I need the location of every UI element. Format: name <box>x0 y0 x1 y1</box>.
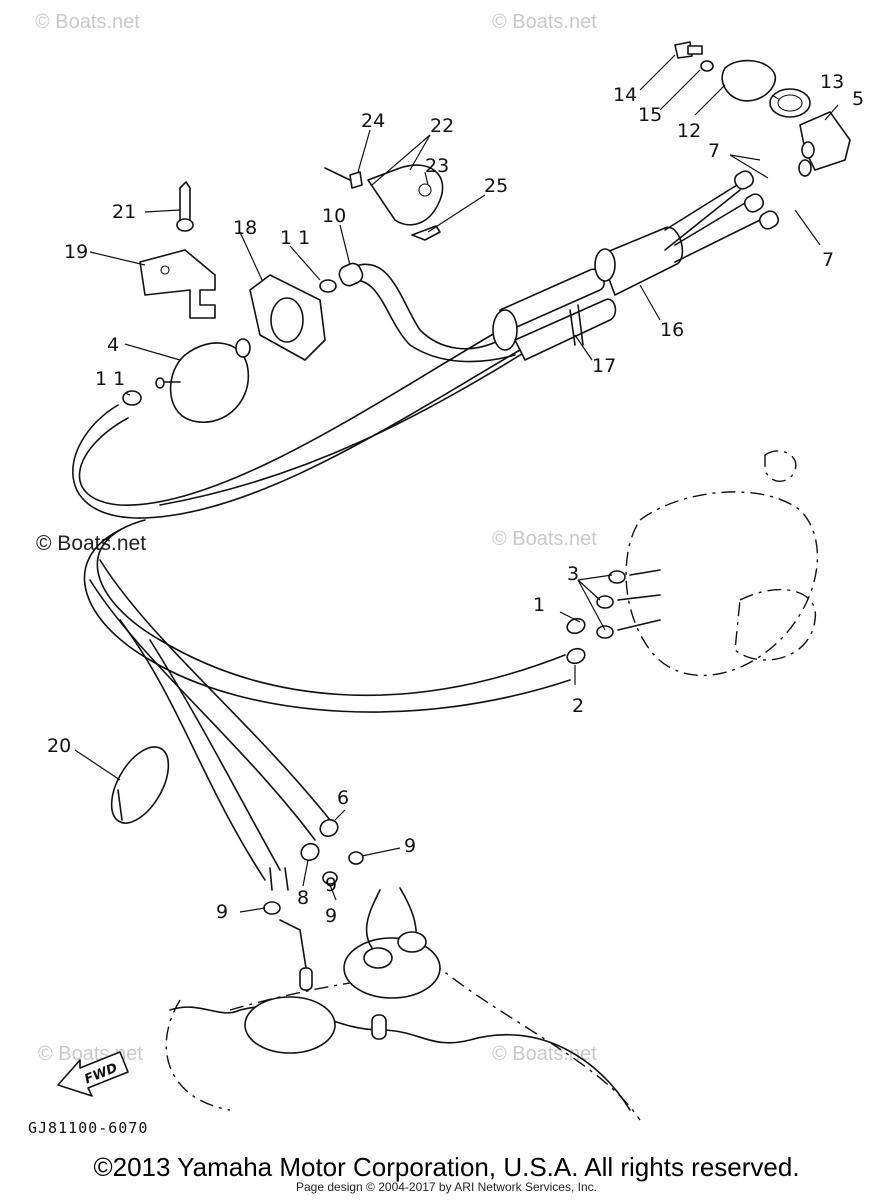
callout-18: 18 <box>233 217 257 239</box>
callout-23: 23 <box>425 155 449 177</box>
stay-bracket <box>139 181 216 319</box>
callout-16: 16 <box>660 319 684 341</box>
callout-24: 24 <box>361 110 385 132</box>
callout-9-center: 9 <box>325 905 337 927</box>
callout-11-upper: 1 1 <box>280 227 310 249</box>
callout-9-right: 9 <box>404 835 416 857</box>
fuel-hoses <box>72 263 571 881</box>
callout-2: 2 <box>572 695 584 717</box>
callout-15: 15 <box>638 104 662 126</box>
lower-clamps <box>263 818 364 915</box>
callout-3: 3 <box>567 563 579 585</box>
callout-1: 1 <box>533 594 545 616</box>
callout-4: 4 <box>107 334 119 356</box>
callout-5: 5 <box>852 88 864 110</box>
watermark: © Boats.net <box>35 11 140 33</box>
hose-ends-1-2 <box>566 569 661 665</box>
callout-13: 13 <box>820 71 844 93</box>
callout-22: 22 <box>430 115 454 137</box>
fuel-cock-assembly <box>674 41 851 177</box>
watermark: © Boats.net <box>492 528 597 550</box>
watermark: © Boats.net <box>38 1043 143 1065</box>
callout-21: 21 <box>112 201 136 223</box>
callout-8: 8 <box>297 887 309 909</box>
page-design-notice: Page design © 2004-2017 by ARI Network S… <box>295 1180 597 1194</box>
copyright-notice: ©2013 Yamaha Motor Corporation, U.S.A. A… <box>93 1152 800 1182</box>
callout-9-left: 9 <box>216 901 228 923</box>
watermark: © Boats.net <box>36 532 146 555</box>
callout-6: 6 <box>337 787 349 809</box>
watermark: © Boats.net <box>492 1043 597 1065</box>
callouts: 1 2 3 4 5 6 7 7 8 9 9 9 9 10 1 1 1 1 12 … <box>47 71 864 927</box>
callout-7-upper: 7 <box>708 140 720 162</box>
callout-10: 10 <box>322 205 346 227</box>
leader-lines <box>74 54 839 913</box>
callout-17: 17 <box>592 355 616 377</box>
callout-25: 25 <box>484 175 508 197</box>
band-20 <box>110 746 170 824</box>
callout-12: 12 <box>677 120 701 142</box>
holder-clip <box>324 164 444 241</box>
callout-20: 20 <box>47 735 71 757</box>
drawing-code: GJ81100-6070 <box>28 1119 148 1137</box>
callout-19: 19 <box>64 241 88 263</box>
hose-joint <box>492 170 780 361</box>
callout-14: 14 <box>613 84 637 106</box>
callout-9-mid: 9 <box>325 874 337 896</box>
fuel-tank-bottom <box>169 887 631 1111</box>
fuel-filter <box>155 338 251 423</box>
watermark: © Boats.net <box>492 11 597 33</box>
callout-7-lower: 7 <box>822 249 834 271</box>
filter-bracket <box>249 274 326 361</box>
callout-11-lower: 1 1 <box>95 368 125 390</box>
